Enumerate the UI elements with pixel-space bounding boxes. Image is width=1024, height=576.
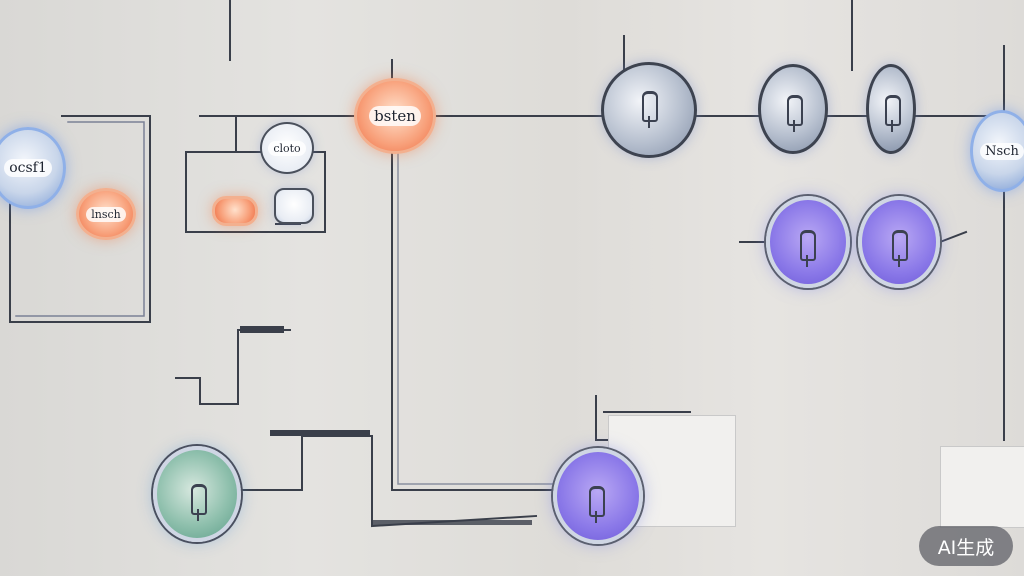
node-right-top[interactable]: Nsch: [970, 110, 1024, 192]
node-grey-large[interactable]: [601, 62, 697, 158]
plug-icon: [589, 486, 605, 523]
plug-icon: [191, 484, 207, 521]
connector-dots: [240, 326, 532, 525]
node-grey-right-1[interactable]: [758, 64, 828, 154]
wire-bottom-left: [239, 435, 538, 528]
plug-icon: [800, 230, 816, 267]
node-purple-right-2[interactable]: [858, 196, 940, 288]
wire-top-left-frame: [9, 115, 151, 323]
node-small-grey[interactable]: [274, 188, 314, 224]
node-purple-bottom[interactable]: [553, 448, 643, 544]
node-teal-bottom-left[interactable]: [153, 446, 241, 542]
wire-center-drop-shadow: [397, 149, 561, 485]
wire-top-left-frame-inner: [15, 121, 145, 317]
node-purple-right-1[interactable]: [766, 196, 850, 288]
node-small-top-label: cloto: [268, 140, 306, 156]
wire-right-purple-right: [938, 230, 968, 244]
node-right-top-label: Nsch: [980, 142, 1024, 160]
ai-generated-badge: AI生成: [919, 526, 1013, 566]
node-left-top[interactable]: ocsf1: [0, 127, 66, 209]
plug-icon: [787, 95, 803, 132]
node-left-mid[interactable]: lnsch: [76, 188, 136, 240]
node-grey-right-2[interactable]: [866, 64, 916, 154]
plug-icon: [885, 95, 901, 132]
node-small-top[interactable]: cloto: [260, 122, 314, 174]
node-center-top[interactable]: bsten: [354, 78, 436, 154]
far-right-panel: [940, 446, 1024, 528]
node-left-mid-label: lnsch: [86, 206, 126, 222]
plug-icon: [892, 230, 908, 267]
node-small-orange[interactable]: [212, 196, 258, 226]
node-center-top-label: bsten: [369, 106, 421, 126]
plug-icon: [642, 91, 658, 128]
wire-left-stair: [175, 329, 291, 405]
node-left-top-label: ocsf1: [4, 159, 52, 177]
wire-center-drop: [391, 149, 561, 491]
